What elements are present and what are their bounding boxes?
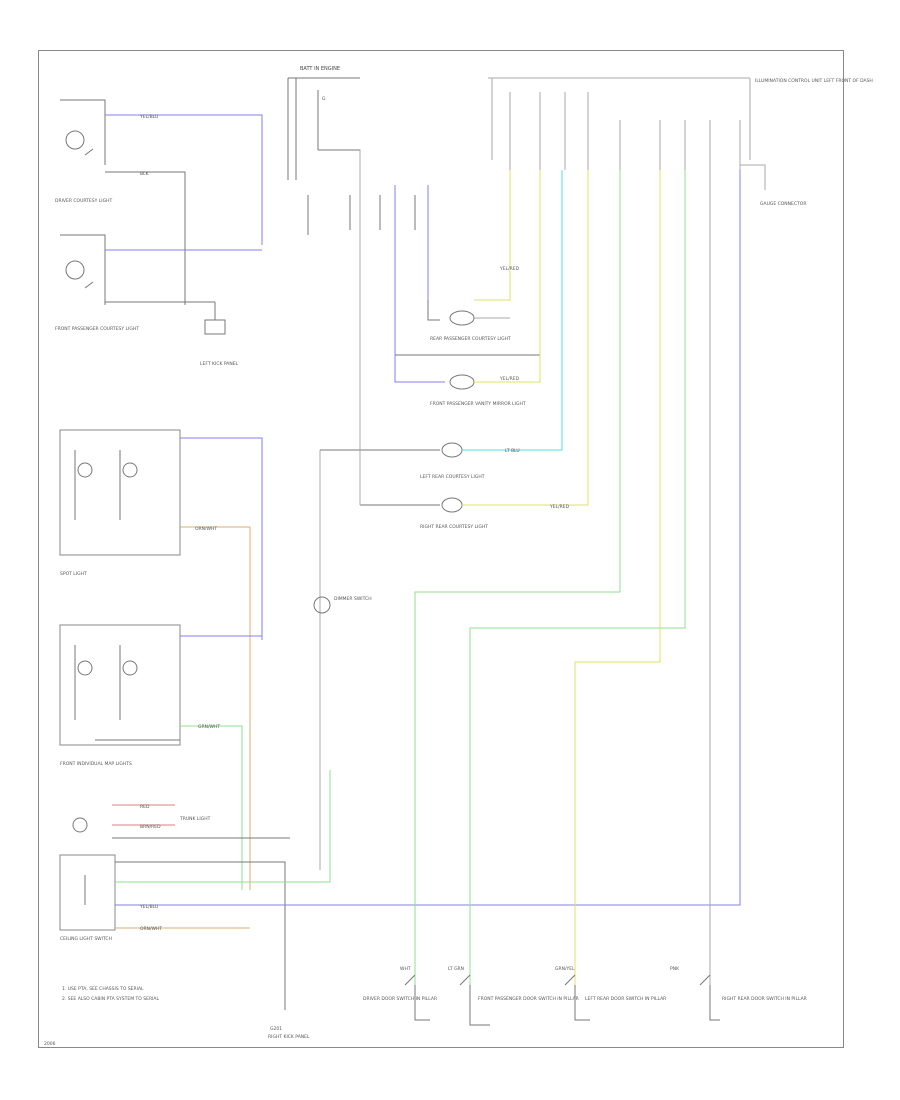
rear-passenger-courtesy-light: REAR PASSENGER COURTESY LIGHT bbox=[395, 300, 540, 356]
wire-label-blu-bottom: YEL/BLU bbox=[139, 904, 158, 910]
ground-bottom-label: G201 bbox=[270, 1026, 282, 1032]
wire-label-wht-bottom: WHT bbox=[400, 966, 411, 972]
wire-label-orn-bottom: ORN/WHT bbox=[140, 926, 162, 932]
yellow-wire-1 bbox=[474, 170, 511, 301]
right-rear-courtesy-label: RIGHT REAR COURTESY LIGHT bbox=[420, 524, 488, 530]
note-1: 1. USE PTA, SEE CHASSIS TO SERIAL bbox=[62, 986, 144, 992]
spot-light: SPOT LIGHT bbox=[59, 429, 263, 890]
front-individual-label: FRONT INDIVIDUAL MAP LIGHTS bbox=[60, 761, 132, 767]
green-wire-pass-door bbox=[469, 170, 686, 985]
page-ref: 2006 bbox=[44, 1041, 56, 1047]
wire-label-blk: BLK bbox=[140, 171, 150, 177]
fuse-rating-label: G bbox=[322, 96, 326, 102]
right-rear-courtesy-light: RIGHT REAR COURTESY LIGHT bbox=[360, 170, 589, 530]
wire-label-grnwht: GRN/WHT bbox=[198, 724, 220, 730]
spot-light-label: SPOT LIGHT bbox=[60, 571, 87, 577]
wire-label-pnk: PNK bbox=[670, 966, 680, 972]
top-fuse-block: BATT IN ENGINE G bbox=[287, 66, 361, 195]
center-bus bbox=[319, 150, 361, 870]
door-switch-2-label: FRONT PASSENGER DOOR SWITCH IN PILLAR bbox=[478, 996, 579, 1002]
driver-courtesy-light: DRIVER COURTESY LIGHT bbox=[55, 99, 263, 305]
ceiling-switch-label: CEILING LIGHT SWITCH bbox=[60, 936, 112, 942]
trunk-light: TRUNK LIGHT bbox=[72, 804, 290, 839]
wire-label-yel-vanity: YEL/RED bbox=[499, 376, 520, 382]
wire-label-red2: BRN/RED bbox=[140, 824, 161, 830]
front-vanity-label: FRONT PASSENGER VANITY MIRROR LIGHT bbox=[430, 401, 526, 407]
ecu-taps: GAUGE CONNECTOR bbox=[509, 92, 806, 207]
connector-row-top bbox=[307, 185, 429, 300]
front-passenger-vanity-light: FRONT PASSENGER VANITY MIRROR LIGHT bbox=[394, 170, 541, 407]
trunk-light-label: TRUNK LIGHT bbox=[179, 816, 211, 822]
yellow-wire-lr-door bbox=[574, 170, 661, 985]
module-label: ILLUMINATION CONTROL UNIT LEFT FRONT OF … bbox=[755, 78, 873, 84]
wire-label-orn: ORN/WHT bbox=[195, 526, 217, 532]
door-switch-driver: DRIVER DOOR SWITCH IN PILLAR bbox=[363, 974, 437, 1021]
left-rear-courtesy-label: LEFT REAR COURTESY LIGHT bbox=[420, 474, 485, 480]
dimmer-label: DIMMER SWITCH bbox=[334, 596, 372, 602]
wire-label-red1: RED bbox=[140, 804, 150, 810]
wire-label-yel-rr: YEL/RED bbox=[549, 504, 570, 510]
front-individual-map-lights: FRONT INDIVIDUAL MAP LIGHTS bbox=[59, 624, 262, 890]
front-passenger-courtesy-light: FRONT PASSENGER COURTESY LIGHT bbox=[55, 234, 262, 332]
wire-label-grn-bottom: GRN/YEL bbox=[555, 966, 575, 972]
left-rear-courtesy-light: LEFT REAR COURTESY LIGHT bbox=[320, 170, 563, 480]
ground-bottom-sub: RIGHT KICK PANEL bbox=[268, 1034, 310, 1040]
door-switch-1-label: DRIVER DOOR SWITCH IN PILLAR bbox=[363, 996, 437, 1002]
wire-label-yelblu: YEL/BLU bbox=[139, 114, 158, 120]
note-2: 2. SEE ALSO CABIN PTA SYSTEM TO SERIAL bbox=[62, 996, 159, 1002]
door-switch-left-rear: LEFT REAR DOOR SWITCH IN PILLAR bbox=[564, 974, 666, 1021]
door-switch-3-label: LEFT REAR DOOR SWITCH IN PILLAR bbox=[585, 996, 666, 1002]
top-fuse-label: BATT IN ENGINE bbox=[300, 66, 340, 72]
gauge-connector-label: GAUGE CONNECTOR bbox=[760, 201, 806, 207]
door-switch-4-label: RIGHT REAR DOOR SWITCH IN PILLAR bbox=[722, 996, 807, 1002]
ecu-bus bbox=[488, 77, 751, 160]
wire-label-ltblu: LT BLU bbox=[505, 448, 520, 454]
ground-bottom: G201 RIGHT KICK PANEL bbox=[268, 990, 310, 1040]
wire-label-ltgrn: LT GRN bbox=[448, 966, 464, 972]
ceiling-light-switch: CEILING LIGHT SWITCH bbox=[59, 170, 741, 990]
ground-left: LEFT KICK PANEL bbox=[200, 302, 239, 367]
driver-courtesy-label: DRIVER COURTESY LIGHT bbox=[55, 198, 113, 204]
door-switch-front-pass: FRONT PASSENGER DOOR SWITCH IN PILLAR bbox=[459, 974, 579, 1026]
rear-pass-courtesy-label: REAR PASSENGER COURTESY LIGHT bbox=[430, 336, 511, 342]
front-pass-courtesy-label: FRONT PASSENGER COURTESY LIGHT bbox=[55, 326, 139, 332]
green-wire-driver-door bbox=[414, 170, 621, 985]
wire-label-yelred: YEL/RED bbox=[499, 266, 520, 272]
ground-left-label: LEFT KICK PANEL bbox=[200, 361, 239, 367]
diagram-frame bbox=[38, 50, 844, 1048]
dimmer-bulb: DIMMER SWITCH bbox=[313, 596, 372, 614]
door-switch-right-rear: RIGHT REAR DOOR SWITCH IN PILLAR bbox=[699, 974, 807, 1021]
